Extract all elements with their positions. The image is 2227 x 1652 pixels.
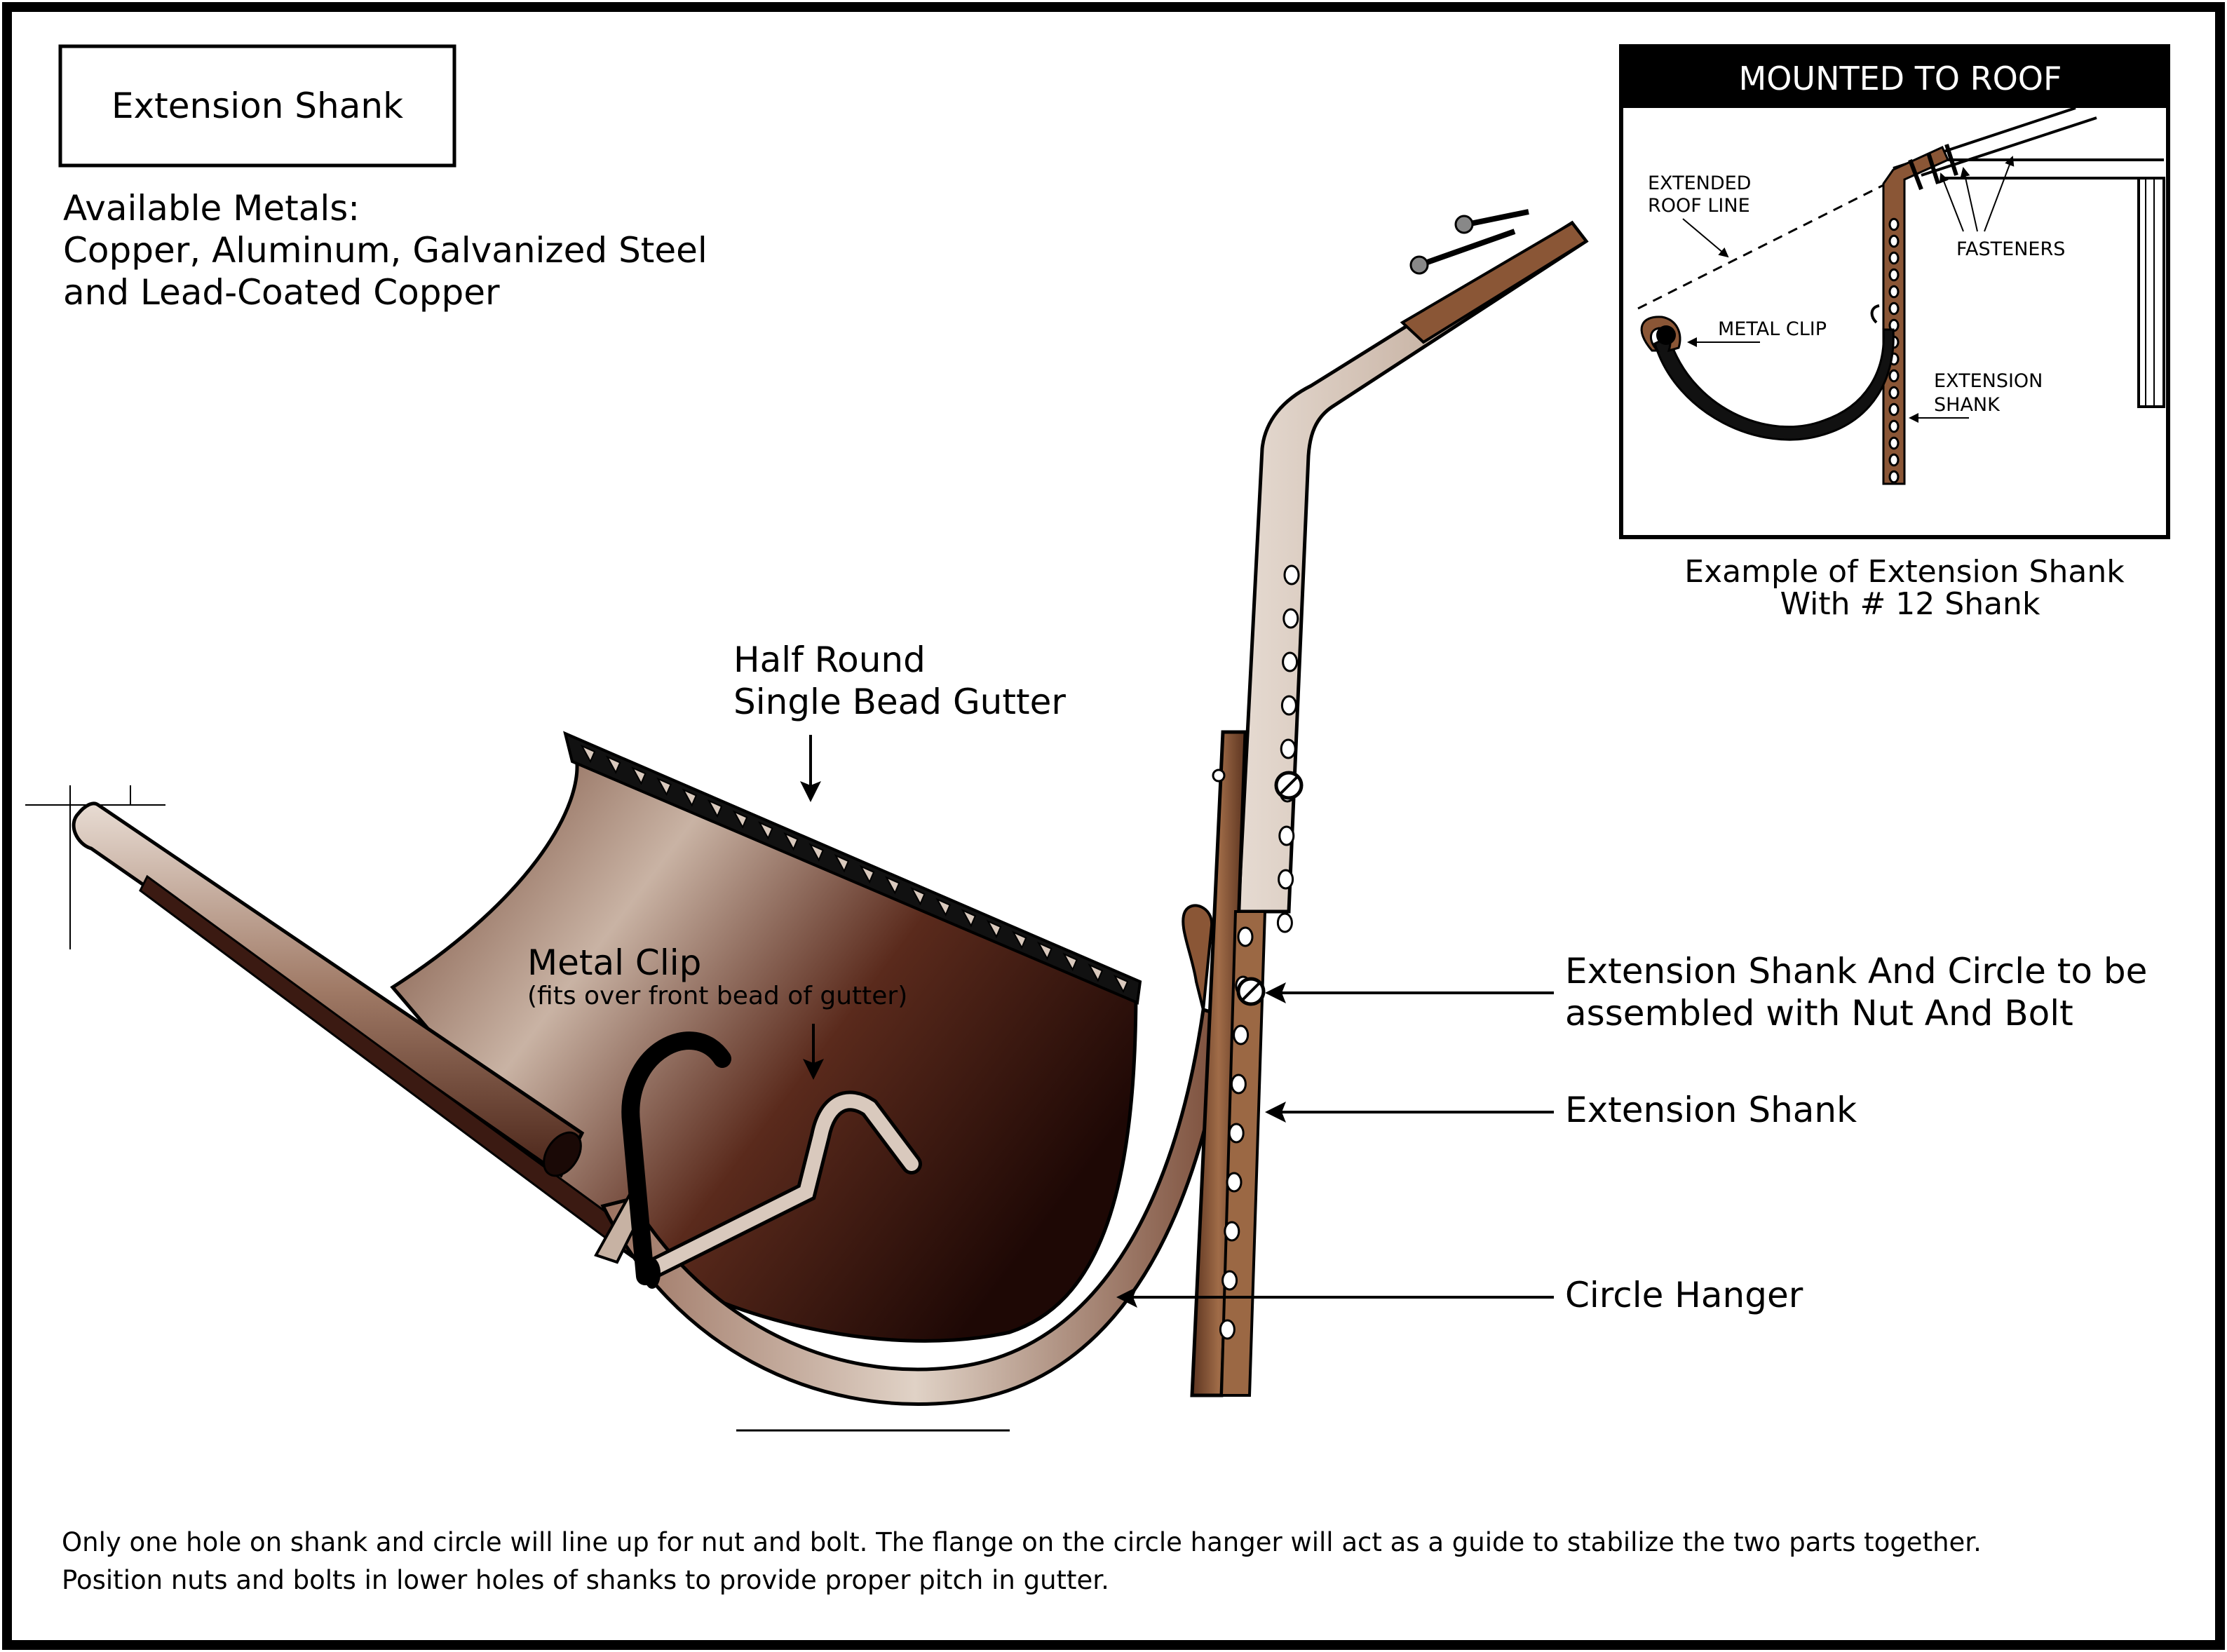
label-circle-hanger: Circle Hanger	[1116, 1275, 1803, 1315]
extension-shank-hole	[1237, 926, 1254, 947]
upper-shank-hole	[1280, 738, 1297, 759]
upper-shank-hole	[1283, 564, 1300, 585]
extension-shank	[1190, 730, 1304, 1397]
extension-shank-hole	[1224, 1221, 1240, 1242]
label-metal-clip: Metal Clip (fits over front bead of gutt…	[527, 942, 907, 1080]
inset-shank-label-2: SHANK	[1934, 394, 2001, 416]
inset-shank-hole	[1888, 470, 1900, 484]
bead-tooth	[1062, 952, 1078, 972]
roof-screw-2	[1454, 209, 1529, 234]
bead-tooth	[1037, 942, 1052, 961]
inset-caption-2: With # 12 Shank	[1780, 586, 2040, 622]
bead-tooth	[910, 886, 926, 906]
extended-roof-line	[1637, 182, 1887, 310]
gutter-label-2: Single Bead Gutter	[733, 682, 1066, 722]
bead-tooth	[1011, 930, 1027, 949]
nut-and-bolt	[1212, 769, 1304, 1006]
label-gutter: Half Round Single Bead Gutter	[733, 639, 1066, 802]
gutter-label-1: Half Round	[733, 639, 926, 680]
upper-shank-hole	[1278, 869, 1294, 890]
clip-label-2: (fits over front bead of gutter)	[527, 982, 907, 1010]
bead-tooth	[580, 744, 596, 764]
inset-shank-hole	[1888, 453, 1900, 467]
bead-tooth	[631, 766, 647, 785]
clip-label-1: Metal Clip	[527, 942, 701, 983]
extension-shank-hole	[1219, 1319, 1236, 1340]
inset-shank-hole	[1888, 369, 1900, 383]
bead-tooth	[656, 777, 672, 797]
metals-line-2: and Lead-Coated Copper	[63, 272, 500, 313]
inset-shank-hole	[1888, 217, 1900, 231]
upper-shank-hole	[1282, 608, 1299, 629]
bead-tooth	[859, 865, 875, 884]
bead-tooth	[783, 832, 799, 851]
extension-shank-hole	[1221, 1270, 1238, 1291]
extension-shank-hole	[1230, 1074, 1247, 1095]
half-round-gutter	[72, 731, 1142, 1343]
assembly-label-1: Extension Shank And Circle to be	[1565, 951, 2147, 991]
extension-shank-hole	[1233, 1024, 1250, 1045]
bead-tooth	[707, 799, 723, 818]
upper-shank-hole	[1282, 651, 1299, 672]
inset-banner-text: MOUNTED TO ROOF	[1739, 60, 2062, 97]
inset-shank-hole	[1888, 402, 1900, 417]
bead-tooth	[834, 854, 850, 873]
inset-shank-hole	[1888, 436, 1900, 450]
inset-roof-line-label-1: EXTENDED	[1648, 172, 1751, 194]
metals-line-1: Copper, Aluminum, Galvanized Steel	[63, 230, 708, 271]
inset-shank-hole	[1888, 302, 1900, 316]
inset-fasteners-label: FASTENERS	[1956, 238, 2065, 260]
title-box: Extension Shank	[58, 44, 456, 168]
roof-screw-1	[1409, 229, 1516, 275]
inset-shank-hole	[1888, 234, 1900, 248]
metal-clip	[621, 1031, 922, 1289]
inset-roof-line-label-2: ROOF LINE	[1648, 195, 1750, 217]
inset-shank-hole	[1888, 285, 1900, 299]
inset-shank-hole	[1888, 419, 1900, 433]
extension-shank-hole	[1228, 1123, 1245, 1144]
label-extension-shank: Extension Shank	[1265, 1090, 1857, 1130]
upper-shank-hole	[1276, 912, 1293, 933]
inset-banner	[1621, 46, 2168, 108]
bead-tooth	[961, 909, 977, 928]
inset-shank-hole	[1888, 251, 1900, 265]
bead-tooth	[884, 876, 900, 895]
footer-line-2: Position nuts and bolts in lower holes o…	[62, 1565, 1109, 1595]
metals-list: Available Metals: Copper, Aluminum, Galv…	[63, 188, 708, 313]
bead-tooth	[1113, 974, 1129, 994]
inset-caption-1: Example of Extension Shank	[1684, 554, 2125, 590]
extension-shank-hole	[1226, 1172, 1243, 1193]
upper-shank-hole	[1278, 825, 1295, 846]
upper-shank	[1236, 209, 1589, 933]
bead-tooth	[605, 755, 621, 774]
title-label: Extension Shank	[111, 86, 403, 126]
assembly-label-2: assembled with Nut And Bolt	[1565, 993, 2073, 1034]
bead-tooth	[1088, 963, 1104, 982]
metals-heading: Available Metals:	[63, 188, 360, 229]
inset-fasteners	[1908, 144, 1958, 191]
inset-mounted-to-roof: MOUNTED TO ROOF EXTENDED	[1619, 44, 2170, 539]
inset-shank-hole	[1888, 386, 1900, 400]
bead-tooth	[935, 898, 951, 916]
bead-tooth	[986, 919, 1002, 939]
bead-tooth	[682, 788, 698, 807]
shank-label: Extension Shank	[1565, 1090, 1857, 1130]
upper-shank-hole	[1280, 695, 1297, 716]
bead-tooth	[758, 821, 773, 840]
inset-circle-hanger	[1653, 328, 1895, 441]
bead-tooth	[732, 810, 748, 829]
footer-line-1: Only one hole on shank and circle will l…	[62, 1527, 1982, 1557]
label-assembly: Extension Shank And Circle to be assembl…	[1265, 951, 2147, 1034]
hanger-label: Circle Hanger	[1565, 1275, 1803, 1315]
bead-tooth	[808, 843, 825, 862]
inset-shank-label-1: EXTENSION	[1934, 370, 2043, 392]
inset-metal-clip-label: METAL CLIP	[1718, 318, 1827, 340]
inset-shank-hole	[1888, 268, 1900, 282]
